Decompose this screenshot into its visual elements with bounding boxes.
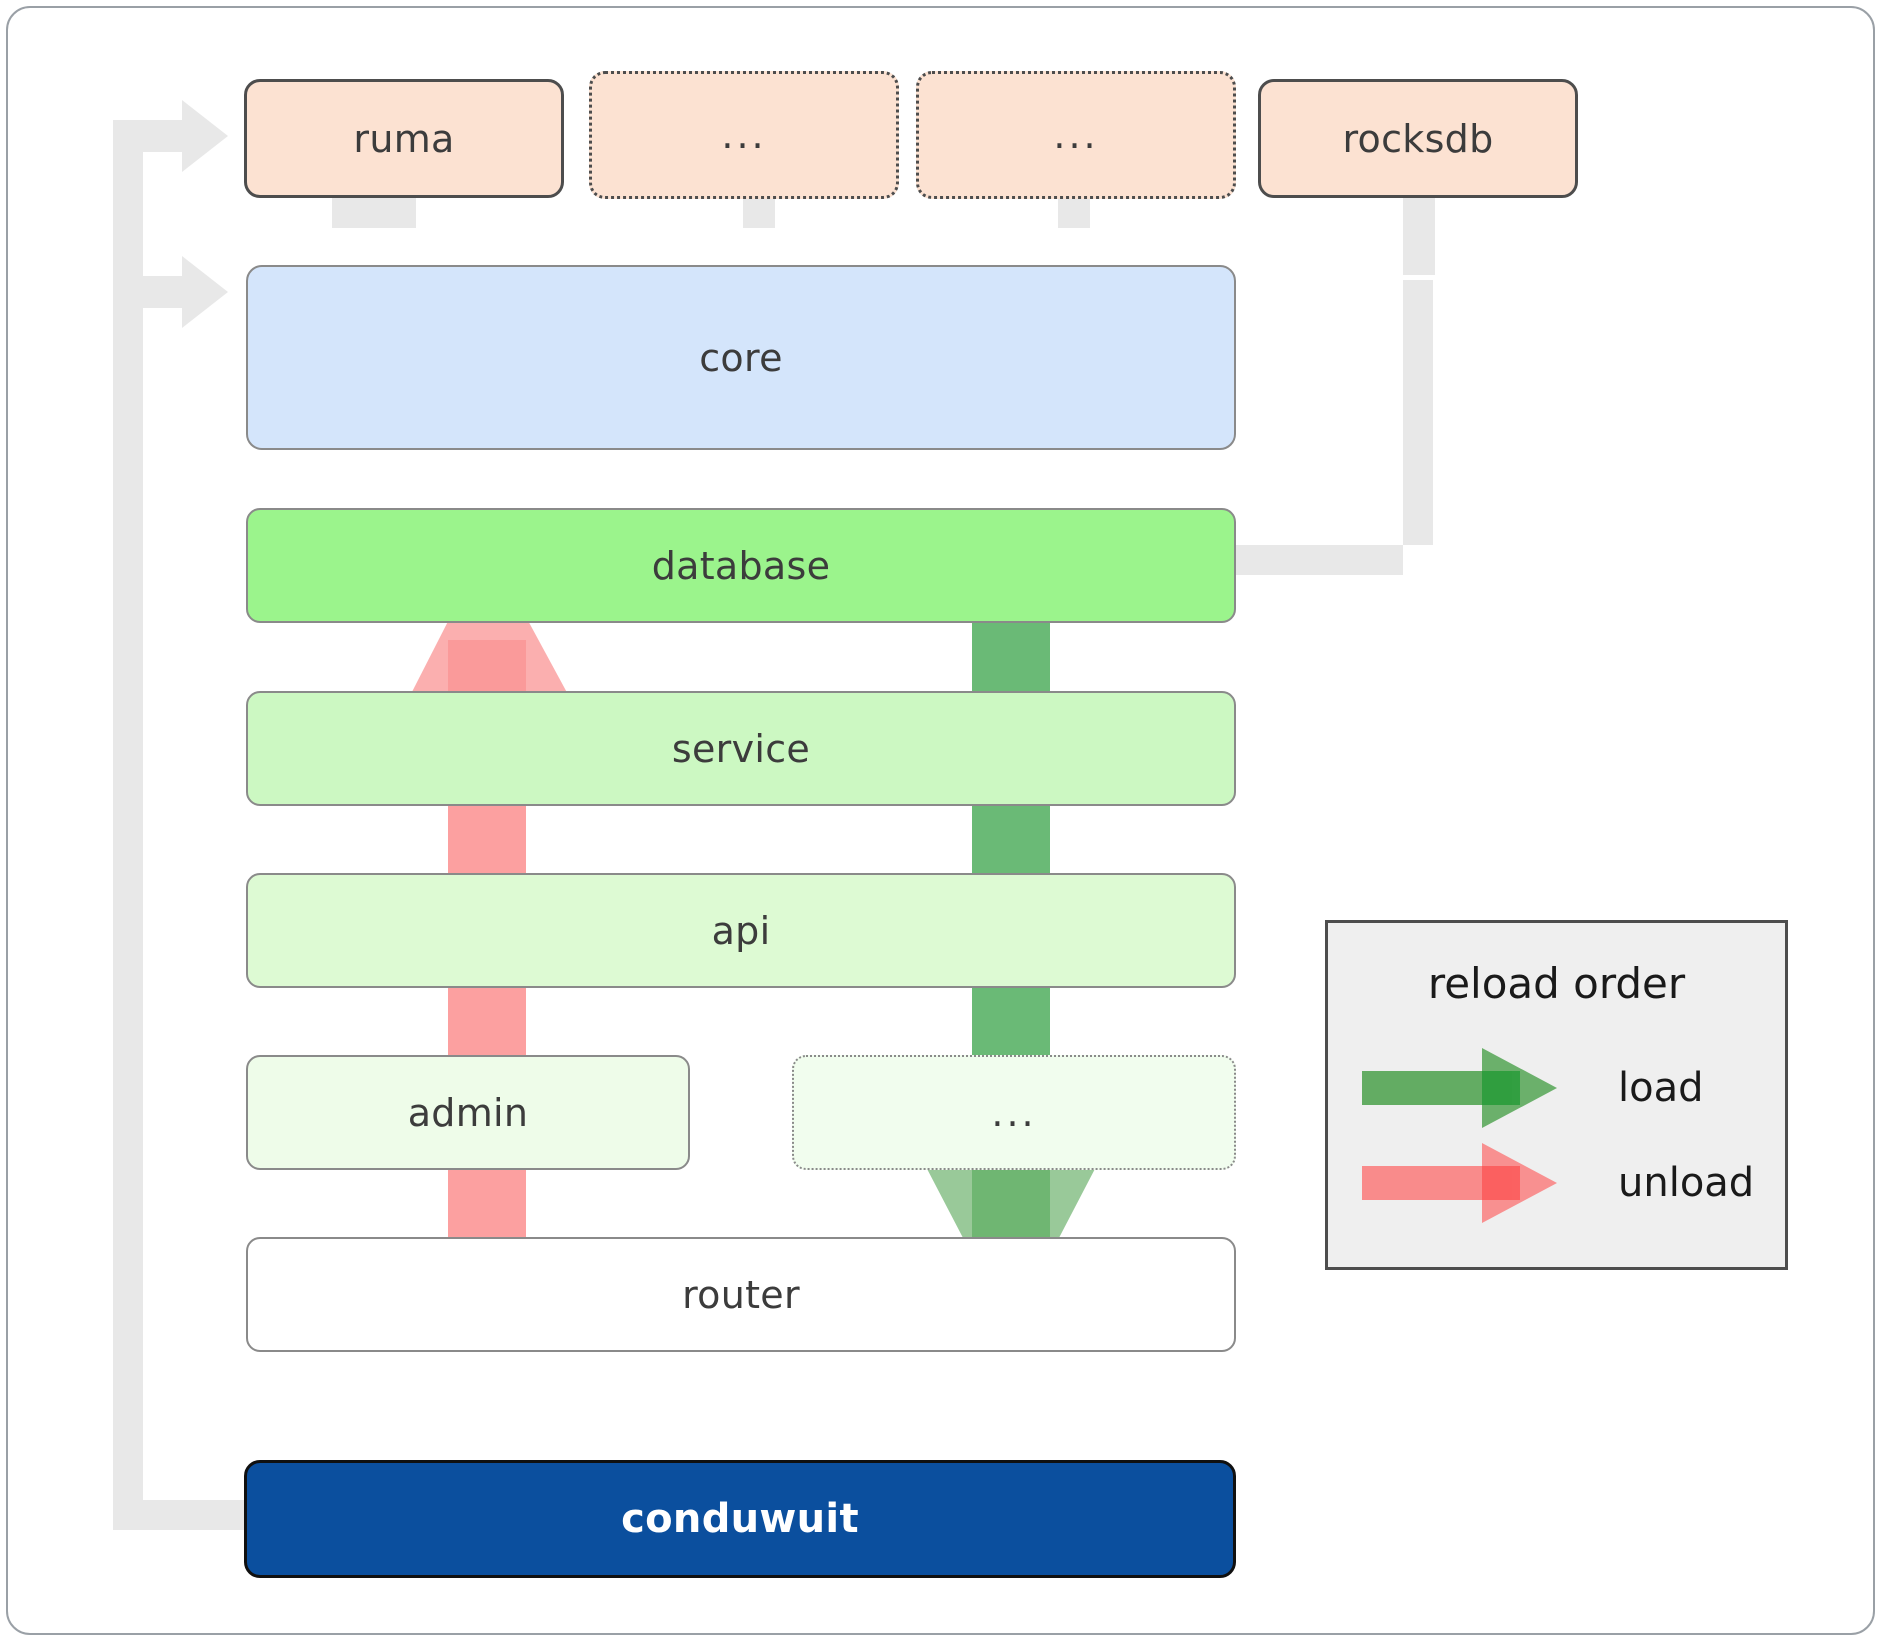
node-service[interactable]: service	[246, 691, 1236, 806]
node-router[interactable]: router	[246, 1237, 1236, 1352]
node-dep-ellipsis-1[interactable]: ...	[589, 71, 899, 199]
node-conduwuit[interactable]: conduwuit	[244, 1460, 1236, 1578]
node-router-label: router	[682, 1272, 800, 1317]
node-conduwuit-label: conduwuit	[621, 1496, 859, 1542]
node-dep-ellipsis-2-label: ...	[1053, 113, 1099, 157]
legend-unload-label: unload	[1618, 1160, 1755, 1206]
diagram-frame	[6, 6, 1875, 1635]
node-layer-ellipsis[interactable]: ...	[792, 1055, 1236, 1170]
legend-item-unload: unload	[1328, 1138, 1791, 1228]
legend-load-arrow-icon	[1362, 1048, 1557, 1128]
node-database-label: database	[651, 543, 831, 588]
node-database[interactable]: database	[246, 508, 1236, 623]
legend-unload-arrow-icon	[1362, 1143, 1557, 1223]
node-ruma-label: ruma	[353, 116, 455, 161]
legend-item-load: load	[1328, 1043, 1791, 1133]
node-admin[interactable]: admin	[246, 1055, 690, 1170]
node-rocksdb-label: rocksdb	[1342, 116, 1494, 161]
node-service-label: service	[671, 726, 811, 771]
node-core-label: core	[699, 335, 783, 380]
node-dep-ellipsis-2[interactable]: ...	[916, 71, 1236, 199]
node-api-label: api	[711, 908, 771, 953]
legend-load-label: load	[1618, 1065, 1704, 1111]
node-rocksdb[interactable]: rocksdb	[1258, 79, 1578, 198]
legend-panel: reload order load unload	[1325, 920, 1788, 1270]
node-api[interactable]: api	[246, 873, 1236, 988]
node-layer-ellipsis-label: ...	[991, 1090, 1037, 1135]
node-admin-label: admin	[407, 1090, 529, 1135]
legend-title: reload order	[1427, 959, 1686, 1008]
node-ruma[interactable]: ruma	[244, 79, 564, 198]
node-dep-ellipsis-1-label: ...	[721, 113, 767, 157]
node-core[interactable]: core	[246, 265, 1236, 450]
